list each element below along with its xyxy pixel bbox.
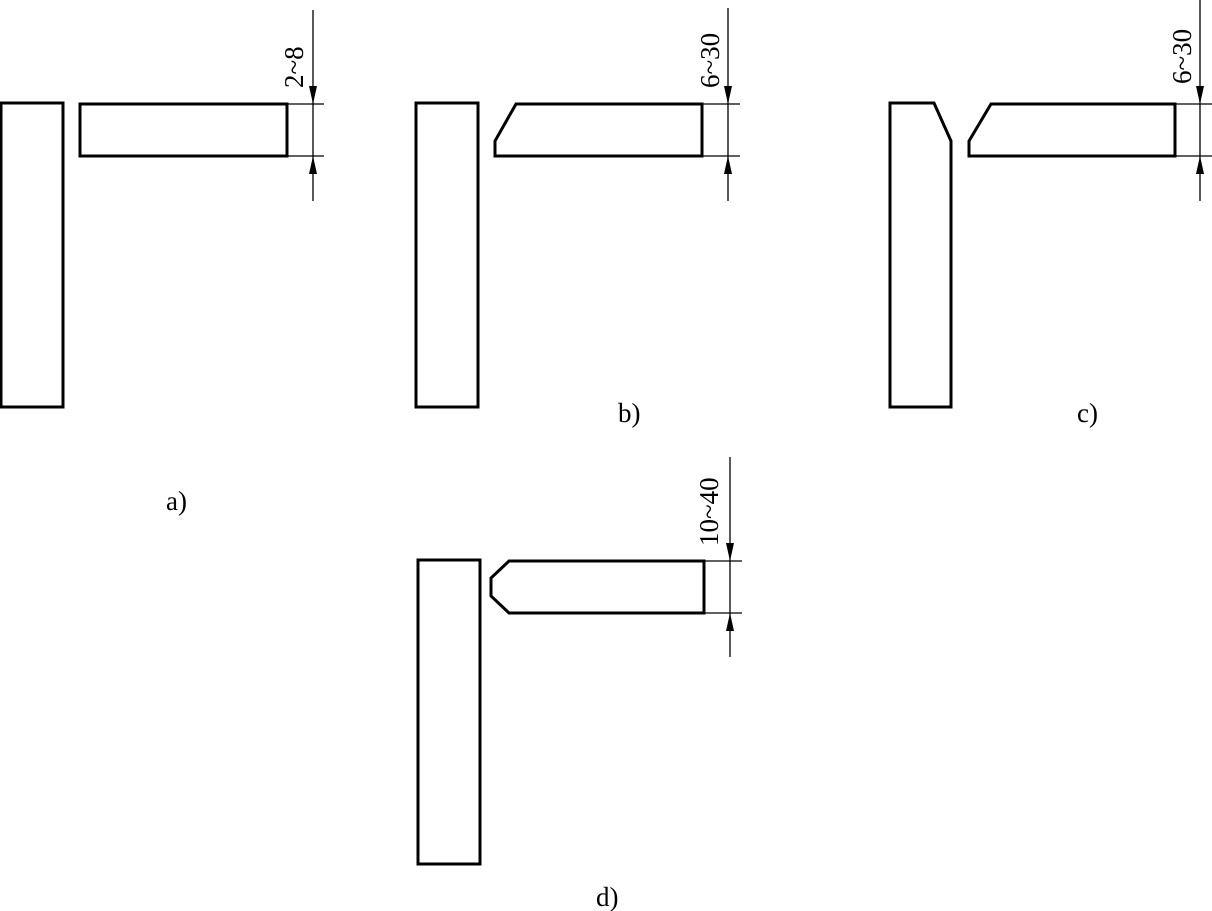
vertical-plate-a bbox=[0, 101, 65, 409]
horizontal-plate-b bbox=[493, 102, 704, 158]
dimension-label-a: 2~8 bbox=[279, 46, 309, 88]
vertical-plate-d bbox=[416, 558, 482, 866]
arrow-up-d bbox=[726, 613, 734, 631]
panel-label-d: d) bbox=[596, 882, 619, 911]
horizontal-plate-d bbox=[489, 559, 706, 615]
panel-a: 2~8 a) bbox=[0, 10, 324, 516]
arrow-down-c bbox=[1196, 86, 1204, 104]
dimension-label-b: 6~30 bbox=[695, 33, 725, 88]
vertical-plate-c bbox=[888, 101, 953, 409]
horizontal-plate-a bbox=[78, 102, 289, 158]
panel-label-c: c) bbox=[1077, 398, 1098, 428]
arrow-up-c bbox=[1196, 156, 1204, 174]
arrow-up-b bbox=[724, 156, 732, 174]
dimension-label-c: 6~30 bbox=[1167, 29, 1197, 84]
panel-label-a: a) bbox=[166, 486, 187, 516]
dimension-lines-a bbox=[287, 10, 324, 201]
dimension-lines-b bbox=[702, 8, 740, 201]
panel-c: 6~30 c) bbox=[888, 0, 1212, 428]
horizontal-plate-c bbox=[967, 102, 1177, 158]
panel-label-b: b) bbox=[618, 398, 641, 428]
arrow-down-a bbox=[309, 86, 317, 104]
vertical-plate-b bbox=[414, 101, 480, 409]
arrow-down-b bbox=[724, 86, 732, 104]
dimension-label-d: 10~40 bbox=[694, 477, 724, 546]
dimension-lines-d bbox=[704, 457, 742, 657]
arrow-up-a bbox=[309, 156, 317, 174]
dimension-lines-c bbox=[1175, 0, 1212, 201]
panel-d: 10~40 d) bbox=[416, 457, 742, 911]
arrow-down-d bbox=[726, 543, 734, 561]
panel-b: 6~30 b) bbox=[414, 8, 740, 428]
